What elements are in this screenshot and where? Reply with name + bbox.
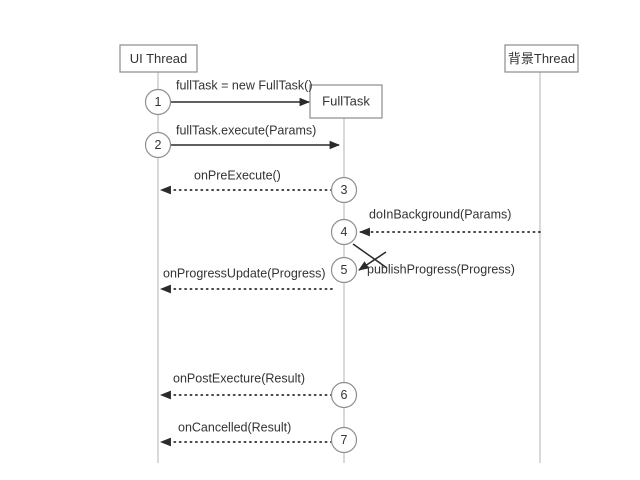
participant-label-fulltask: FullTask [322, 93, 370, 108]
message-step-7[interactable]: onCancelled(Result) [159, 420, 333, 447]
message-label-step-6: onPostExecture(Result) [173, 371, 305, 385]
participant-box-fulltask[interactable] [309, 84, 383, 119]
step-number-5: 5 [341, 263, 348, 277]
step-circle-3[interactable] [330, 176, 358, 204]
message-step-3[interactable]: onPreExecute() [159, 168, 333, 195]
message-step-6[interactable]: onPostExecture(Result) [159, 371, 333, 400]
message-step-1[interactable]: fullTask = new FullTask() [170, 78, 313, 107]
step-marker-1[interactable]: 1 [144, 88, 172, 116]
participant-fulltask[interactable]: FullTask [309, 84, 383, 119]
step-number-3: 3 [341, 183, 348, 197]
message-label-step-3: onPreExecute() [194, 168, 281, 182]
step-circle-4[interactable] [330, 218, 358, 246]
participant-box-background-thread[interactable] [504, 44, 579, 73]
step-marker-3[interactable]: 3 [330, 176, 358, 204]
message-label-step-4: doInBackground(Params) [369, 207, 511, 221]
step-marker-6[interactable]: 6 [330, 381, 358, 409]
step-number-2: 2 [155, 138, 162, 152]
step-circle-5[interactable] [330, 256, 358, 284]
message-step-2[interactable]: fullTask.execute(Params) [170, 123, 341, 150]
step-circle-7[interactable] [330, 426, 358, 454]
step-marker-4[interactable]: 4 [330, 218, 358, 246]
step-number-4: 4 [341, 225, 348, 239]
message-arrow-step-5-tail [352, 243, 388, 269]
step-circle-6[interactable] [330, 381, 358, 409]
participant-background-thread[interactable]: 背景Thread [504, 44, 579, 73]
step-marker-5[interactable]: 5 [330, 256, 358, 284]
participant-box-ui-thread[interactable] [119, 44, 198, 73]
participant-label-background-thread: 背景Thread [508, 51, 575, 66]
message-label-step-7: onCancelled(Result) [178, 420, 291, 434]
step-markers-group: 1 2 3 4 5 6 7 [144, 88, 358, 454]
message-arrow-step-5 [358, 251, 387, 271]
participant-label-ui-thread: UI Thread [130, 51, 188, 66]
message-step-5[interactable]: publishProgress(Progress) [352, 243, 515, 276]
participant-ui-thread[interactable]: UI Thread [119, 44, 198, 73]
message-label-step-2: fullTask.execute(Params) [176, 123, 316, 137]
step-marker-7[interactable]: 7 [330, 426, 358, 454]
step-number-6: 6 [341, 388, 348, 402]
step-circle-1[interactable] [144, 88, 172, 116]
step-marker-2[interactable]: 2 [144, 131, 172, 159]
message-step-4[interactable]: doInBackground(Params) [358, 207, 541, 237]
message-label-step-5: publishProgress(Progress) [367, 262, 515, 276]
step-number-7: 7 [341, 433, 348, 447]
message-label-step-5b: onProgressUpdate(Progress) [163, 266, 326, 280]
message-label-step-1: fullTask = new FullTask() [176, 78, 313, 92]
step-number-1: 1 [155, 95, 162, 109]
step-circle-2[interactable] [144, 131, 172, 159]
message-step-5b[interactable]: onProgressUpdate(Progress) [159, 266, 333, 294]
